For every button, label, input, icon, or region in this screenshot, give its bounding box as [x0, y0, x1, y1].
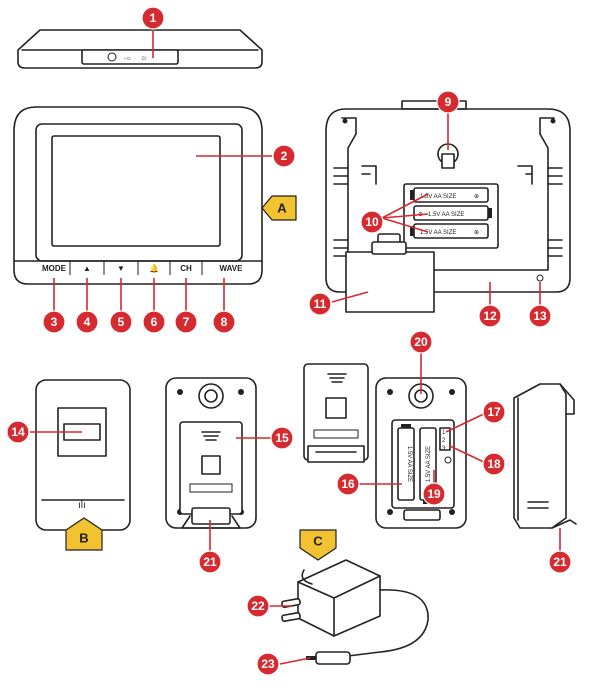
svg-text:11: 11 [314, 297, 327, 311]
switch-label-1: 1 [442, 430, 446, 436]
tag-c: C [299, 529, 337, 561]
down-button[interactable]: ▼ [117, 264, 125, 273]
mode-button[interactable]: MODE [42, 264, 67, 273]
callout-badge-21-side: 21 [548, 550, 572, 574]
wave-button[interactable]: WAVE [220, 264, 244, 273]
svg-text:4: 4 [84, 315, 91, 329]
sensor-back-closed [165, 377, 257, 529]
svg-text:23: 23 [261, 657, 275, 671]
callout-badge-19: 19 [422, 482, 446, 506]
battery-label-2: 1.5V AA SIZE [428, 212, 464, 218]
svg-text:B: B [79, 531, 88, 546]
svg-text:-☼: -☼ [124, 56, 132, 62]
tag-a: A [261, 195, 297, 221]
callout-badge-23: 23 [256, 652, 280, 676]
svg-text:8: 8 [221, 315, 228, 329]
callout-badge-6: 6 [142, 310, 166, 334]
svg-text:21: 21 [203, 555, 217, 569]
sensor-back-open: 1.5V AA SIZE 1.5V AA SIZE 1 2 3 [375, 377, 467, 529]
switch-label-3: 3 [442, 446, 446, 452]
svg-text:16: 16 [341, 477, 355, 491]
svg-text:17: 17 [487, 405, 501, 419]
svg-text:3: 3 [51, 315, 58, 329]
callout-badge-5: 5 [109, 310, 133, 334]
switch-label-2: 2 [442, 438, 446, 444]
svg-text:20: 20 [414, 335, 428, 349]
station-top-view: -☼ ☼ [17, 29, 263, 69]
callout-badge-7: 7 [174, 310, 198, 334]
callout-badge-18: 18 [482, 452, 506, 476]
svg-text:14: 14 [11, 425, 25, 439]
svg-text:12: 12 [483, 309, 497, 323]
svg-text:18: 18 [487, 457, 501, 471]
svg-text:2: 2 [281, 149, 288, 163]
callout-badge-22: 22 [246, 594, 270, 618]
battery-label-1: 1.5V AA SIZE [420, 194, 456, 200]
battery-polarity-1: ⊕ [474, 194, 479, 200]
callout-badge-8: 8 [212, 310, 236, 334]
battery-door[interactable] [345, 251, 435, 313]
station-front-view: MODE ▲ ▼ 🔔 CH WAVE [13, 106, 263, 285]
svg-text:C: C [313, 534, 323, 549]
callout-badge-20: 20 [409, 330, 433, 354]
svg-text:21: 21 [553, 555, 567, 569]
sensor-front-view: ılı [35, 379, 131, 531]
svg-text:1: 1 [150, 11, 157, 25]
svg-text:10: 10 [365, 215, 379, 229]
svg-text:22: 22 [251, 599, 265, 613]
callout-badge-1: 1 [141, 6, 165, 30]
svg-text:7: 7 [183, 315, 190, 329]
svg-text:19: 19 [427, 487, 441, 501]
tag-b: B [65, 517, 103, 551]
sensor-side-view [513, 383, 577, 529]
callout-badge-13: 13 [528, 304, 552, 328]
svg-text:☼: ☼ [140, 53, 147, 62]
sensor-battery-label-2: 1.5V AA SIZE [426, 446, 432, 482]
svg-text:6: 6 [151, 315, 158, 329]
sensor-battery-label-1: 1.5V AA SIZE [406, 446, 412, 482]
svg-text:ılı: ılı [78, 500, 86, 511]
callout-badge-4: 4 [75, 310, 99, 334]
callout-badge-11: 11 [308, 292, 332, 316]
callout-badge-17: 17 [482, 400, 506, 424]
callout-badge-21: 21 [198, 550, 222, 574]
callout-badge-14: 14 [6, 420, 30, 444]
svg-text:9: 9 [445, 95, 452, 109]
svg-text:15: 15 [275, 431, 289, 445]
power-adapter [281, 559, 429, 665]
station-back-view: 1.5V AA SIZE ⊕ ⊕ 1.5V AA SIZE 1.5V AA SI… [325, 100, 571, 313]
svg-text:5: 5 [118, 315, 125, 329]
svg-text:13: 13 [533, 309, 547, 323]
channel-button[interactable]: CH [180, 264, 192, 273]
callout-badge-3: 3 [42, 310, 66, 334]
battery-label-3: 1.5V AA SIZE [420, 230, 456, 236]
svg-text:A: A [277, 201, 287, 216]
callout-badge-10: 10 [360, 210, 384, 234]
alarm-button[interactable]: 🔔 [149, 264, 159, 273]
callout-badge-12: 12 [478, 304, 502, 328]
battery-polarity-3: ⊕ [474, 230, 479, 236]
callout-badge-16: 16 [336, 472, 360, 496]
callout-badge-9: 9 [436, 90, 460, 114]
sensor-door-detached [303, 363, 369, 463]
callout-badge-15: 15 [270, 426, 294, 450]
callout-badge-2: 2 [272, 144, 296, 168]
up-button[interactable]: ▲ [83, 264, 91, 273]
